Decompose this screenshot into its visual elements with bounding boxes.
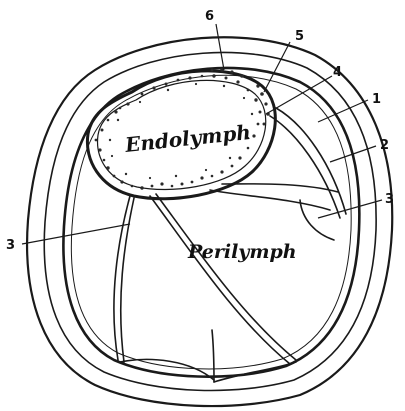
callout-6: 6 bbox=[205, 9, 214, 24]
callout-5: 5 bbox=[295, 29, 304, 44]
callout-3-right: 3 bbox=[385, 192, 394, 207]
outer-bony-wall bbox=[27, 37, 392, 406]
perilymph-label: Perilymph bbox=[187, 241, 297, 263]
callout-4: 4 bbox=[333, 65, 342, 80]
callout-2: 2 bbox=[380, 138, 389, 153]
callout-3-left: 3 bbox=[6, 238, 15, 253]
endolymph-label: Endolymph bbox=[123, 120, 252, 157]
callout-1: 1 bbox=[372, 92, 381, 107]
